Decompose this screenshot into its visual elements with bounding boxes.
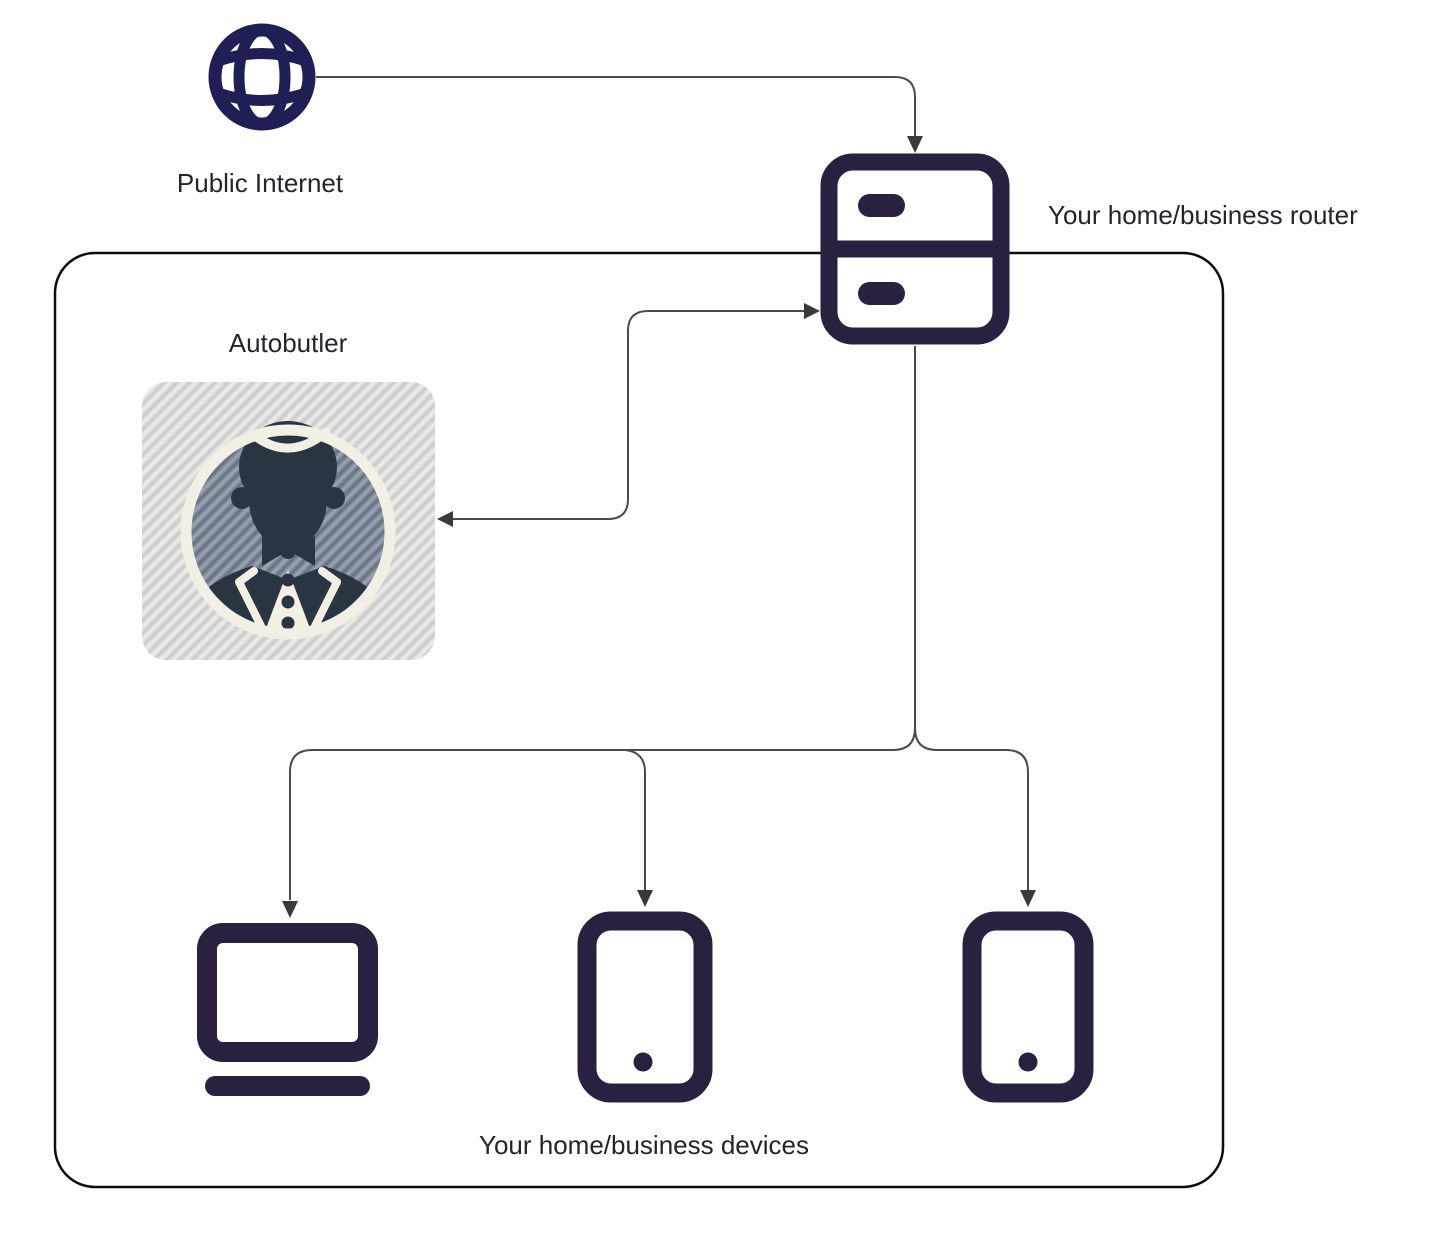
device-tablet-1-node	[577, 911, 713, 1103]
edge-branch-tablet-1	[624, 749, 646, 890]
device-tablet-2-node	[962, 911, 1094, 1103]
router-label: Your home/business router	[1048, 200, 1358, 230]
edge-branch-tablet-2	[914, 727, 1029, 890]
tablet-icon	[962, 911, 1094, 1103]
router-node	[820, 153, 1010, 345]
arrowhead-right-into-router	[804, 303, 820, 319]
internet-node	[202, 17, 322, 137]
router-icon	[820, 153, 1010, 345]
internet-label: Public Internet	[176, 168, 344, 198]
laptop-icon	[197, 923, 378, 1096]
autobutler-node	[142, 382, 435, 660]
edge-router-to-autobutler	[451, 310, 805, 520]
butler-avatar	[142, 382, 435, 660]
tablet-icon	[577, 911, 713, 1103]
edge-internet-to-router	[316, 76, 916, 138]
arrowhead-down-into-tablet-1	[637, 890, 653, 907]
arrowhead-down-into-tablet-2	[1020, 890, 1036, 907]
autobutler-label: Autobutler	[228, 328, 348, 358]
arrowhead-left-into-autobutler	[437, 511, 453, 527]
devices-label: Your home/business devices	[478, 1130, 809, 1160]
arrowhead-down-into-laptop	[282, 901, 298, 918]
arrowheads	[282, 136, 1036, 918]
globe-icon	[208, 23, 316, 131]
edge-branch-laptop	[289, 727, 916, 900]
device-laptop-node	[197, 921, 379, 1098]
arrowhead-down-into-router	[907, 136, 923, 153]
network-boundary-box	[53, 251, 1225, 1189]
connector-paths	[289, 76, 1029, 900]
